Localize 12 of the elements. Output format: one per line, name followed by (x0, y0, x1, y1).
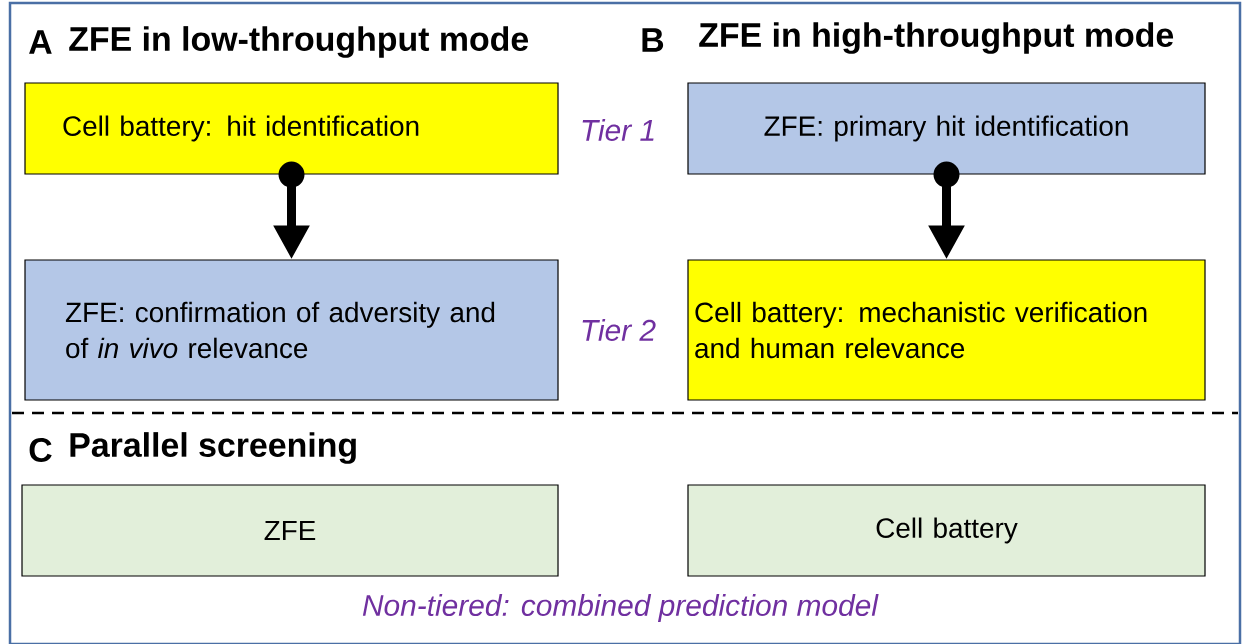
process-box: Cell battery (687, 484, 1206, 577)
process-box: ZFE: primary hit identification (687, 82, 1206, 175)
process-box: ZFE (21, 484, 559, 577)
panel-letter: B (642, 28, 664, 52)
process-box: ZFE: confirmation of adversity and of in vivo relevance (24, 259, 559, 401)
process-box: Cell battery: mechanistic verification and human relevance (687, 259, 1206, 401)
panel-letter: C (29, 438, 52, 462)
panel-heading: Parallel screening (70, 432, 356, 464)
tier-label: Tier 1 (582, 119, 654, 141)
tier-label: Tier 2 (582, 319, 656, 341)
caption-text: Non-tiered: combined prediction model (362, 594, 879, 622)
process-box: Cell battery: hit identification (24, 82, 559, 175)
